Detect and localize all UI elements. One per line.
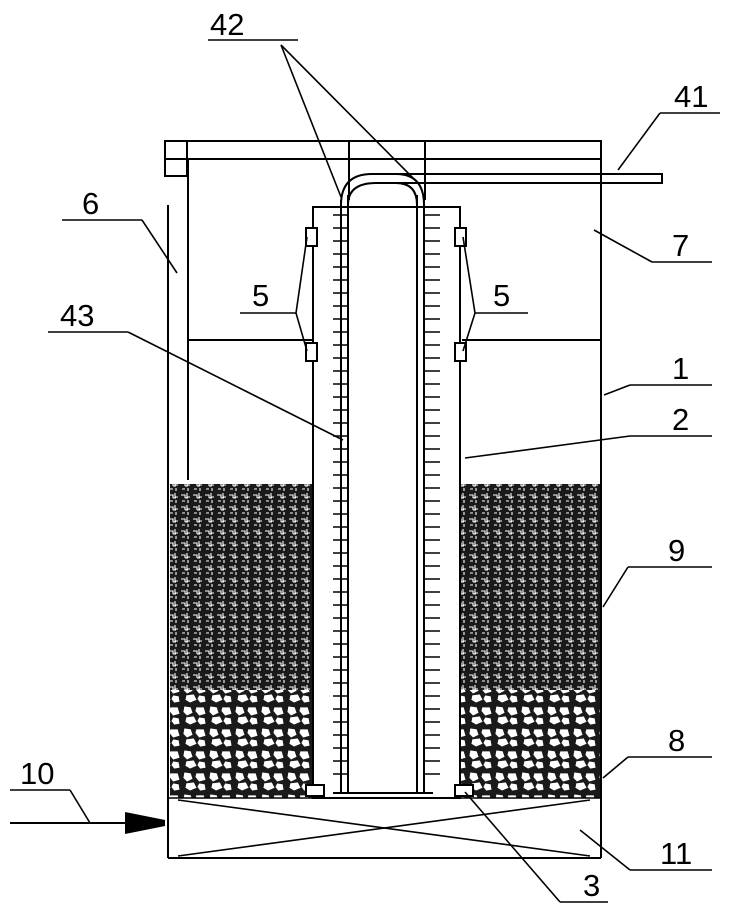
label-8: 8	[668, 723, 685, 758]
label-5-left: 5	[252, 278, 269, 313]
tank-top-flange	[164, 140, 602, 160]
distribution-diagonal-2	[177, 799, 591, 857]
label-10: 10	[20, 756, 54, 791]
label-11: 11	[660, 836, 692, 871]
label-43: 43	[60, 298, 94, 333]
label-7: 7	[672, 228, 689, 263]
central-tube	[333, 195, 433, 794]
clamps	[305, 227, 467, 362]
reference-labels: 42 41 6 7 5 5 43 1 2 9 8 10 11 3	[20, 7, 708, 903]
support-blocks	[305, 784, 474, 797]
label-3: 3	[583, 868, 600, 903]
leader-lines	[10, 39, 720, 903]
label-41: 41	[674, 79, 708, 114]
support-block-right	[454, 784, 474, 797]
label-1: 1	[672, 351, 689, 386]
label-6: 6	[82, 186, 99, 221]
clamp-upper-left	[305, 227, 318, 247]
outlet-pipe-right-bend	[395, 173, 425, 206]
label-9: 9	[668, 533, 685, 568]
tank-top-flange-lip	[164, 140, 188, 177]
filter-media-layer	[170, 484, 600, 690]
label-5-right: 5	[493, 278, 510, 313]
outlet-pipe-left-bend	[340, 173, 663, 206]
clamp-upper-right	[454, 227, 467, 247]
label-42: 42	[210, 7, 244, 42]
inlet-nozzle-icon	[125, 812, 165, 834]
clamp-lower-left	[305, 342, 318, 362]
outer-tank	[164, 140, 602, 859]
clamp-lower-right	[454, 342, 467, 362]
gravel-layer	[170, 690, 600, 798]
outlet-pipe	[340, 173, 663, 206]
label-2: 2	[672, 402, 689, 437]
inlet	[10, 812, 165, 834]
level-scale-ticks	[333, 214, 440, 775]
support-block-left	[305, 784, 325, 797]
distribution-chamber	[168, 797, 601, 857]
